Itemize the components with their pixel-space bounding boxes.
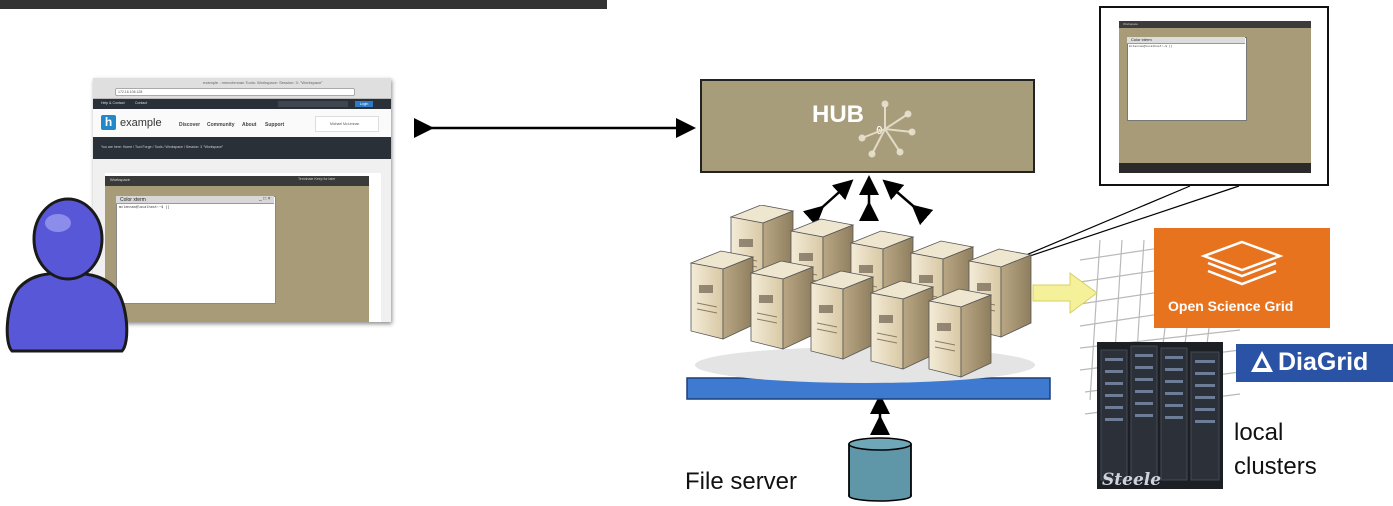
hub-server-arrow-left — [802, 179, 854, 227]
callout-line-2 — [999, 185, 1240, 267]
file-server-label: File server — [685, 468, 798, 495]
hub-logo-text: HUB — [812, 101, 864, 128]
breadcrumb-bar — [93, 137, 391, 159]
zoom-xterm-title: Color xterm — [1131, 37, 1152, 42]
steele-logo: Steele — [1102, 470, 1162, 490]
user-person-icon — [5, 197, 129, 353]
hub-network-icon — [858, 100, 916, 158]
steele-cluster-photo — [1097, 342, 1223, 489]
site-navbar — [93, 99, 391, 109]
local-clusters-line1: local — [1234, 419, 1284, 446]
xterm-title: Color xterm — [120, 197, 146, 203]
xterm-controls-icon[interactable]: _ □ × — [259, 196, 271, 202]
osg-layers-icon — [1200, 240, 1284, 286]
hub-logo-icon: h — [101, 115, 116, 130]
file-server-disk-icon — [848, 437, 912, 502]
nav-item-help[interactable]: Help & Contact — [101, 101, 125, 105]
zoom-workspace-title: Workspace — [1123, 22, 1138, 26]
xterm-titlebar[interactable] — [116, 196, 274, 204]
local-clusters-line2: clusters — [1234, 453, 1317, 480]
open-science-grid-logo — [1154, 228, 1330, 328]
diagrid-label: DiaGrid — [1278, 348, 1369, 376]
zoom-xterm-titlebar — [1127, 37, 1245, 44]
top-bar — [0, 0, 607, 9]
hub-server-arrow-right — [882, 179, 934, 226]
zoom-xterm-prompt: mclennan@localhost:~$ [] — [1129, 44, 1173, 48]
zoom-titlebar — [1119, 21, 1311, 28]
workspace-actions[interactable]: Terminate Keep for later — [298, 177, 336, 181]
breadcrumb: You are here: Home / Tool Forge / Tools … — [101, 145, 224, 149]
user-name: Michael McLennan — [330, 122, 360, 126]
diagrid-triangle-icon — [1251, 351, 1273, 372]
callout-line-1 — [999, 185, 1191, 267]
site-brand[interactable]: example — [120, 117, 162, 129]
osg-label: Open Science Grid — [1168, 298, 1294, 314]
xterm-prompt: mclennan@localhost:~$ [] — [119, 205, 170, 209]
local-clusters-label: local clusters — [1234, 416, 1317, 484]
menu-community[interactable]: Community — [207, 122, 235, 128]
server-cluster — [690, 205, 1035, 383]
zoom-taskbar — [1119, 163, 1311, 173]
browser-url-bar[interactable]: 172.16.106.128 — [115, 88, 355, 96]
menu-support[interactable]: Support — [265, 122, 285, 128]
compute-outflow-arrow — [1032, 272, 1098, 314]
workspace-titlebar — [105, 176, 369, 186]
user-box[interactable] — [315, 116, 379, 132]
hub-box — [700, 79, 1035, 173]
browser-screenshot: example - mmcclennan Tools: Workspace: S… — [93, 78, 391, 322]
menu-about[interactable]: About — [242, 122, 257, 128]
zoom-xterm-window — [1127, 37, 1247, 121]
menu-discover[interactable]: Discover — [179, 122, 201, 128]
login-button[interactable]: Login — [355, 101, 373, 107]
nav-item-contact[interactable]: Contact — [135, 101, 148, 105]
workspace-title: Workspace — [110, 177, 130, 182]
browser-window-title: example - mmcclennan Tools: Workspace: S… — [203, 80, 323, 85]
